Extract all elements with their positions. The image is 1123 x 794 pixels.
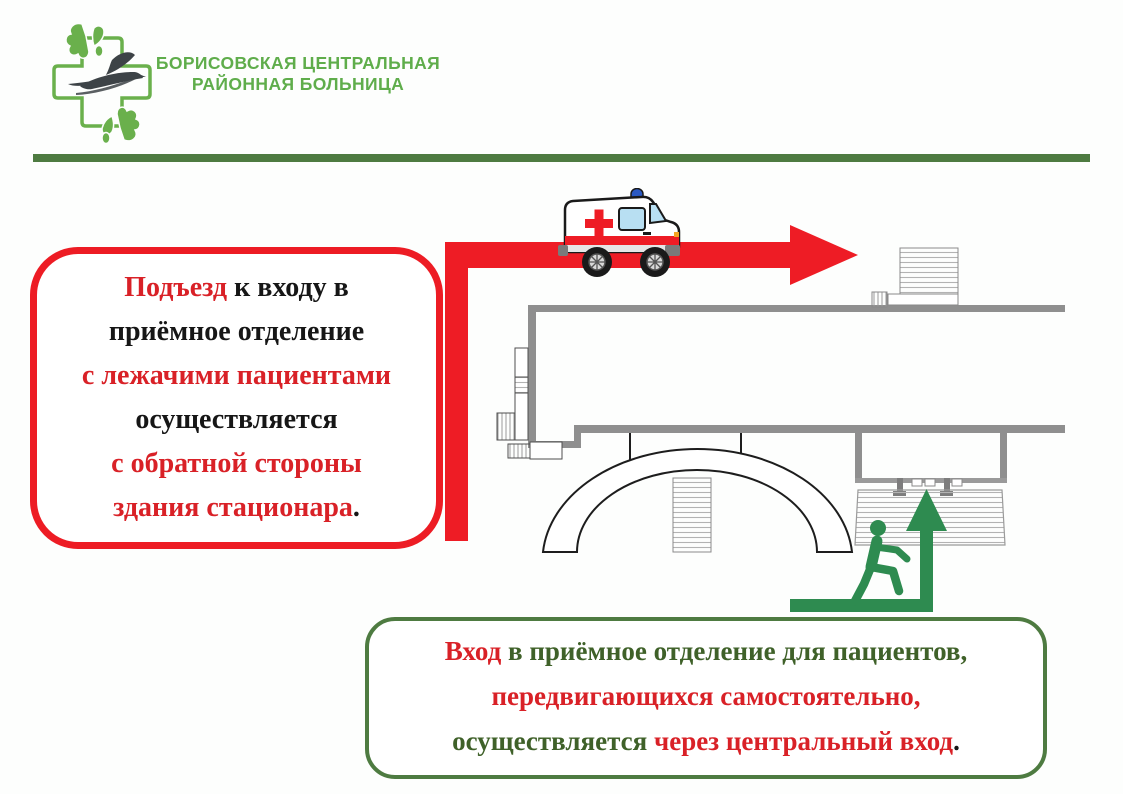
green-note-line3: осуществляется через центральный вход. — [452, 726, 960, 756]
windshield — [649, 203, 668, 225]
green-note-line1: Вход в приёмное отделение для пациентов, — [444, 636, 968, 666]
ambulance-skirt — [565, 245, 679, 252]
ambulance-stripe — [565, 236, 679, 245]
hospital-name-line1: БОРИСОВСКАЯ ЦЕНТРАЛЬНАЯ — [155, 53, 441, 73]
ambulance-route-note: Подъезд к входу в приёмное отделение с л… — [30, 247, 443, 549]
front-indicator — [674, 232, 679, 237]
cross-outline — [52, 36, 152, 128]
front-bumper — [665, 245, 680, 256]
door-handle — [643, 232, 651, 235]
wheels — [582, 247, 670, 277]
header-divider — [33, 154, 1090, 162]
pedestrian-route-note: Вход в приёмное отделение для пациентов,… — [365, 617, 1047, 779]
rear-bumper — [558, 245, 568, 256]
red-cross-icon — [585, 209, 613, 238]
side-window — [618, 207, 646, 231]
arch-ramp — [541, 448, 854, 553]
stork-icon — [68, 52, 146, 95]
red-note-line1: Подъезд к входу в — [37, 266, 436, 310]
hospital-name-line2: РАЙОННАЯ БОЛЬНИЦА — [191, 74, 405, 94]
red-note-line1-highlight: Подъезд — [124, 272, 228, 303]
rooftop-structures — [871, 247, 959, 308]
central-stairs — [672, 477, 712, 553]
building-walls — [528, 305, 1065, 480]
left-annex-structures — [496, 347, 563, 460]
hospital-logo-icon — [52, 22, 152, 145]
pedestrian-route-arrow — [790, 489, 947, 612]
walking-person-icon — [850, 520, 911, 606]
oak-leaves-top-icon — [65, 22, 105, 59]
building-plan — [496, 247, 1065, 553]
green-note-line2: передвигающихся самостоятельно, — [491, 681, 921, 711]
hospital-name: БОРИСОВСКАЯ ЦЕНТРАЛЬНАЯ РАЙОННАЯ БОЛЬНИЦ… — [152, 53, 444, 95]
red-note-line2: приёмное отделение — [108, 316, 365, 347]
red-note-line4: осуществляется — [135, 404, 338, 435]
red-note-line1-rest: к входу в — [227, 272, 349, 303]
red-note-line6: здания стационара. — [113, 492, 360, 523]
red-note-line5: с обратной стороны — [111, 448, 362, 479]
ambulance-icon — [558, 188, 681, 277]
oak-leaves-bottom-icon — [101, 106, 141, 145]
red-note-line3: с лежачими пациентами — [81, 360, 392, 391]
